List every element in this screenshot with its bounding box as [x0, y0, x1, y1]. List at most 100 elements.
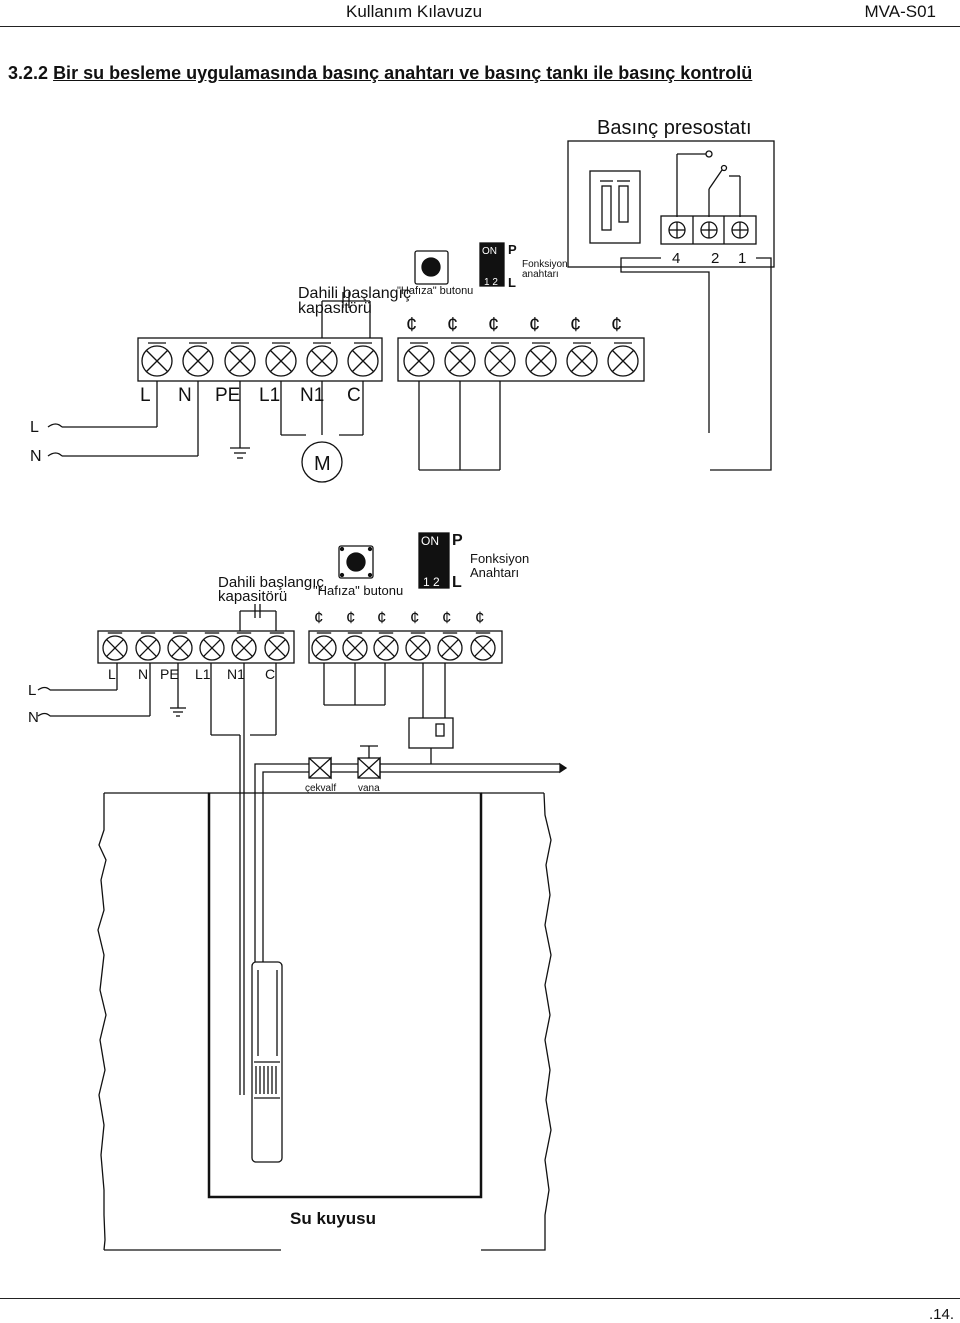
motor-symbol: [301, 441, 343, 483]
terminal-screw-1-2: [224, 342, 256, 377]
cent-2-5: ¢: [475, 608, 484, 627]
cent-1-1: ¢: [447, 314, 458, 336]
cent-symbols-1: ¢ ¢ ¢ ¢ ¢ ¢: [406, 314, 622, 336]
terminal-label-n1-2: N1: [227, 666, 245, 682]
terminal-screw-1-3: [265, 342, 297, 377]
terminal-screw-1-5: [347, 342, 379, 377]
function-switch-label-1b: anahtarı: [522, 269, 559, 280]
dip-l-label-2: L: [452, 574, 462, 591]
section-heading: Bir su besleme uygulamasında basınç anah…: [53, 63, 753, 83]
pressostat-membrane: [589, 170, 641, 244]
cent-1-0: ¢: [406, 314, 417, 336]
terminal-screw-1-1: [182, 342, 214, 377]
cent-2-4: ¢: [442, 608, 451, 627]
pressostat-terminal-2: 2: [711, 250, 719, 267]
header-divider: [0, 26, 960, 27]
cent-1-3: ¢: [529, 314, 540, 336]
dip-on-label-2: ON: [421, 534, 439, 548]
terminal-screw-2-5: [264, 632, 290, 661]
cent-symbols-2: ¢ ¢ ¢ ¢ ¢ ¢: [314, 608, 484, 627]
well-label: Su kuyusu: [290, 1209, 376, 1228]
capacitor-label-1: Dahili başlangıç: [298, 285, 411, 302]
pressostat-terminal-1: 1: [738, 250, 746, 267]
terminal-screw-1-7: [444, 342, 476, 377]
terminal-label-n-1: N: [178, 385, 192, 406]
cent-2-3: ¢: [410, 608, 419, 627]
footer-divider: [0, 1298, 960, 1299]
terminal-screw-2-6: [311, 632, 337, 661]
line-l-label-2: L: [28, 682, 36, 699]
terminal-screw-2-7: [342, 632, 368, 661]
pressostat-box: [567, 140, 775, 268]
cent-2-0: ¢: [314, 608, 323, 627]
dip-on-label-1: ON: [482, 246, 497, 257]
memory-button-2: [338, 545, 374, 579]
dip-switch-2: [418, 532, 450, 589]
terminal-screw-2-8: [373, 632, 399, 661]
well-casing: [208, 792, 482, 1198]
terminal-label-l-2: L: [108, 666, 116, 682]
capacitor-label-1b: kapasitörü: [298, 300, 372, 317]
terminal-label-pe-2: PE: [160, 666, 179, 682]
terminal-label-l-1: L: [140, 385, 151, 406]
pressostat-terminal-4: 4: [672, 250, 680, 267]
memory-button-1: [414, 250, 449, 285]
cent-2-2: ¢: [377, 608, 386, 627]
terminal-label-n1-1: N1: [300, 385, 324, 406]
terminal-screw-2-1: [135, 632, 161, 661]
memory-button-label-1: "Hafıza" butonu: [397, 285, 473, 297]
dip-switch-1: [479, 242, 505, 287]
header-manual-title: Kullanım Kılavuzu: [346, 2, 483, 21]
line-n-label-1: N: [30, 448, 42, 465]
cent-1-2: ¢: [488, 314, 499, 336]
terminal-label-l1-1: L1: [259, 385, 280, 406]
capacitor-label-2b: kapasitörü: [218, 588, 287, 605]
valve-label: vana: [358, 783, 380, 794]
terminal-screw-2-11: [470, 632, 496, 661]
terminal-screw-2-0: [102, 632, 128, 661]
dip-l-label-1: L: [508, 275, 516, 290]
section-number: 3.2.2: [8, 63, 49, 83]
power-terminal-block-2: [97, 630, 295, 664]
terminal-label-n-2: N: [138, 666, 148, 682]
terminal-screw-1-8: [484, 342, 516, 377]
section-title: 3.2.2 Bir su besleme uygulamasında basın…: [8, 63, 752, 84]
pressostat-title: Basınç presostatı: [597, 117, 752, 139]
dip-nums-label-1: 1 2: [484, 277, 498, 288]
cent-1-4: ¢: [570, 314, 581, 336]
terminal-label-pe-1: PE: [215, 385, 240, 406]
line-n-label-2: N: [28, 709, 39, 726]
check-valve-label: çekvalf: [305, 783, 336, 794]
terminal-screw-1-4: [306, 342, 338, 377]
terminal-screw-1-6: [403, 342, 435, 377]
terminal-screw-2-4: [231, 632, 257, 661]
power-terminal-block-1: [137, 337, 383, 382]
terminal-screw-2-2: [167, 632, 193, 661]
control-terminal-block-1: [397, 337, 645, 382]
terminal-screw-2-3: [199, 632, 225, 661]
control-terminal-block-2: [308, 630, 503, 664]
dip-p-label-2: P: [452, 532, 463, 549]
page-number: .14.: [928, 1306, 954, 1323]
function-switch-label-2b: Anahtarı: [470, 565, 519, 580]
terminal-screw-1-11: [607, 342, 639, 377]
line-l-label-1: L: [30, 419, 39, 436]
cent-2-1: ¢: [346, 608, 355, 627]
cent-1-5: ¢: [611, 314, 622, 336]
motor-label: M: [314, 453, 331, 475]
dip-nums-label-2: 1 2: [423, 575, 440, 589]
terminal-label-c-1: C: [347, 385, 361, 406]
terminal-screw-1-0: [141, 342, 173, 377]
capacitor-label-2: Dahili başlangıç: [218, 574, 324, 591]
terminal-label-c-2: C: [265, 666, 275, 682]
terminal-screw-2-10: [437, 632, 463, 661]
pressure-switch-2: [408, 717, 454, 749]
header-model: MVA-S01: [864, 2, 937, 21]
terminal-screw-1-9: [525, 342, 557, 377]
memory-button-label-2: "Hafıza" butonu: [313, 583, 403, 598]
terminal-screw-1-10: [566, 342, 598, 377]
terminal-screw-2-9: [405, 632, 431, 661]
dip-p-label-1: P: [508, 242, 517, 257]
terminal-label-l1-2: L1: [195, 666, 211, 682]
